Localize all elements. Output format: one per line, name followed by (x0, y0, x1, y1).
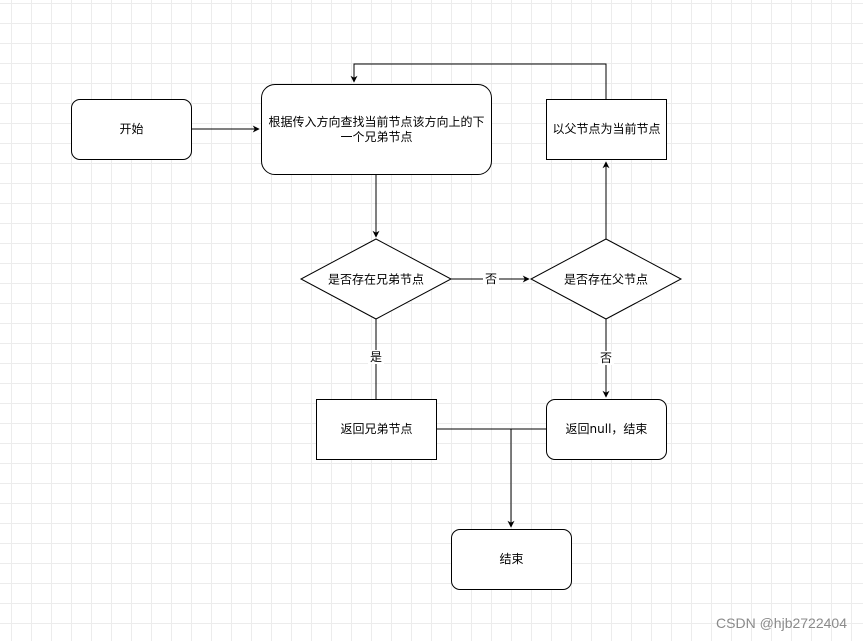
node-start: 开始 (71, 99, 192, 160)
node-end: 结束 (451, 529, 572, 590)
diamond-has-parent-label: 是否存在父节点 (563, 272, 649, 287)
diamond-has-parent (529, 238, 683, 320)
diamond-has-sibling (299, 238, 453, 320)
diamond-has-sibling-label: 是否存在兄弟节点 (327, 272, 425, 287)
node-parent-as-current: 以父节点为当前节点 (546, 99, 667, 160)
node-find-sibling: 根据传入方向查找当前节点该方向上的下一个兄弟节点 (261, 84, 492, 175)
node-return-sibling: 返回兄弟节点 (316, 399, 437, 460)
node-return-null: 返回null，结束 (546, 399, 667, 460)
watermark: CSDN @hjb2722404 (716, 615, 847, 631)
edge-loop-back (350, 63, 607, 99)
edge-label-parent-no: 否 (597, 351, 615, 365)
edge-label-sibling-yes: 是 (367, 350, 385, 364)
edge-label-sibling-no: 否 (482, 272, 500, 286)
